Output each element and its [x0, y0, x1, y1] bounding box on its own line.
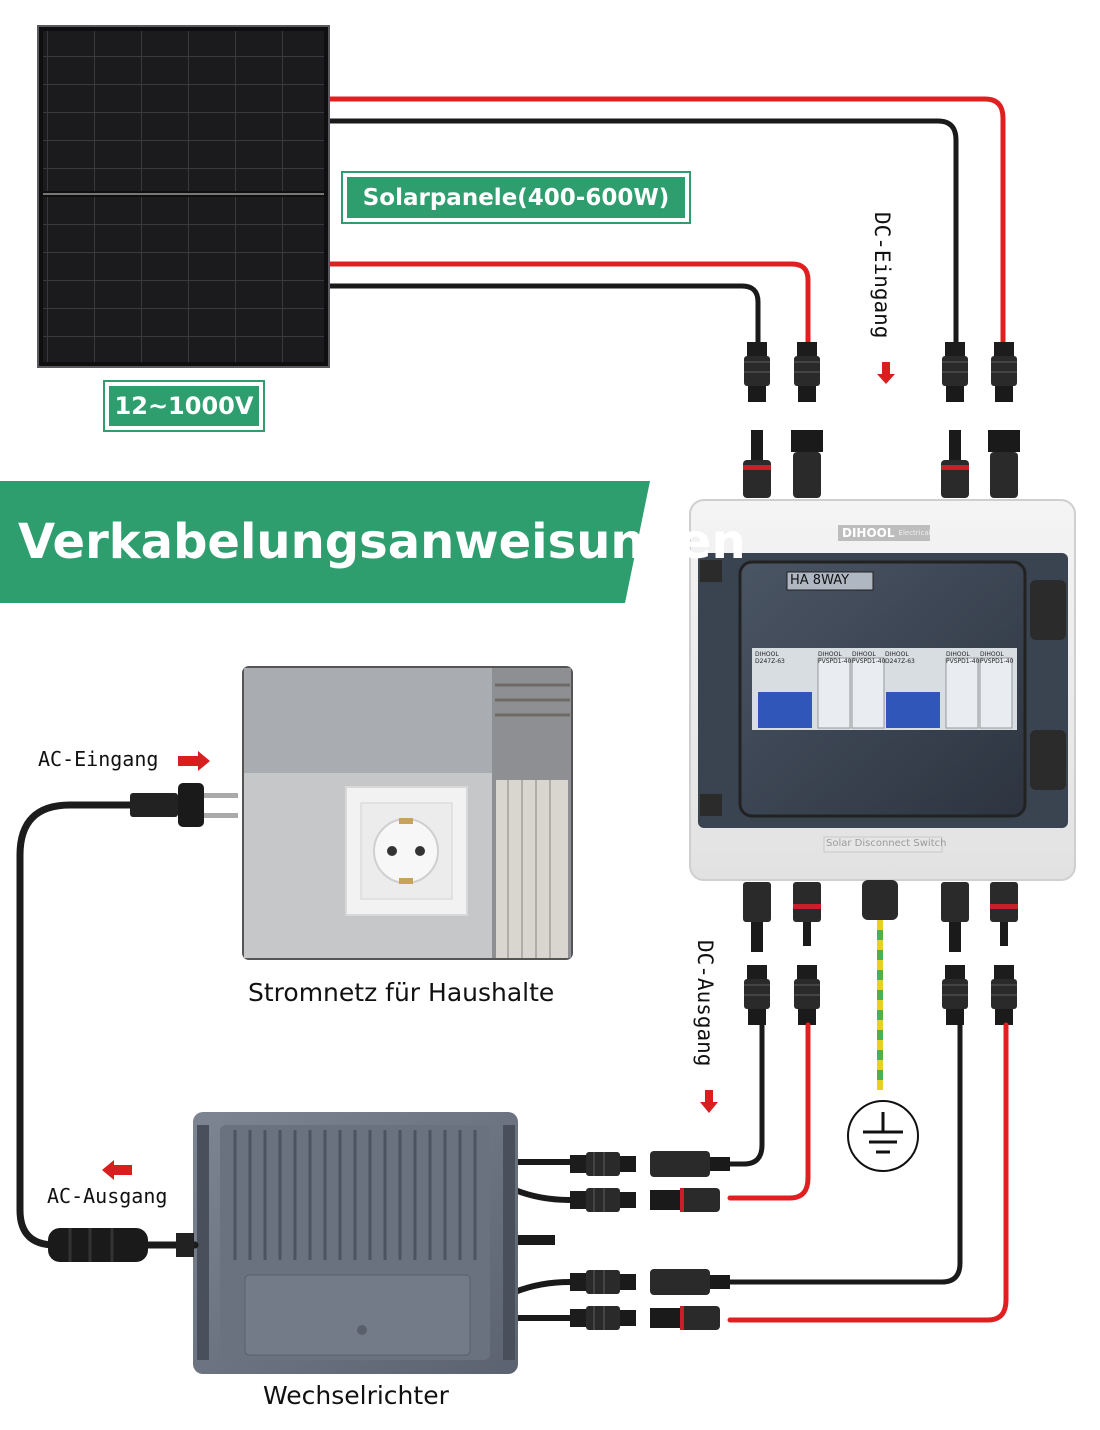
ac-input-label: AC-Eingang	[38, 747, 159, 771]
wall-socket-icon	[345, 786, 468, 916]
combiner-brand-sub: Electrical	[898, 529, 931, 537]
direction-arrow-icon	[102, 362, 895, 1180]
dc-input-label: DC-Eingang	[870, 212, 894, 339]
inverter-caption: Wechselrichter	[263, 1381, 449, 1410]
dc-input-wires	[325, 96, 1006, 348]
combiner-brand: DIHOOL Electrical	[838, 525, 931, 541]
dc-output-label: DC-Ausgang	[693, 940, 717, 1067]
combiner-brand-name: DIHOOL	[842, 526, 895, 540]
wall-socket-photo	[242, 666, 573, 960]
dc-output-wires	[727, 1022, 1009, 1323]
mc4-connector-icon	[743, 341, 1020, 498]
ac-cable	[16, 801, 199, 1249]
voltage-range-label: 12~1000V	[103, 380, 265, 432]
combiner-footer: Solar Disconnect Switch	[826, 838, 947, 849]
solar-panel-icon	[37, 25, 330, 368]
title-banner	[0, 481, 650, 603]
combiner-box-icon	[689, 499, 1076, 881]
household-grid-caption: Stromnetz für Haushalte	[248, 978, 555, 1007]
power-plug-icon	[130, 783, 238, 827]
ac-coupler	[48, 1228, 194, 1262]
mc4-connector-icon	[743, 880, 1018, 1026]
inverter-icon	[193, 1112, 518, 1374]
inverter-short-cables	[513, 1159, 571, 1321]
solar-panels-label: Solarpanele(400-600W)	[341, 171, 691, 224]
mc4-connector-icon	[569, 1151, 730, 1331]
ac-output-label: AC-Ausgang	[47, 1184, 168, 1208]
combiner-model: HA 8WAY	[790, 573, 850, 588]
title-banner-text-holder: Verkabelungsanweisungen	[0, 481, 746, 603]
ground-symbol-icon	[847, 1100, 919, 1172]
page-title: Verkabelungsanweisungen	[18, 514, 746, 570]
